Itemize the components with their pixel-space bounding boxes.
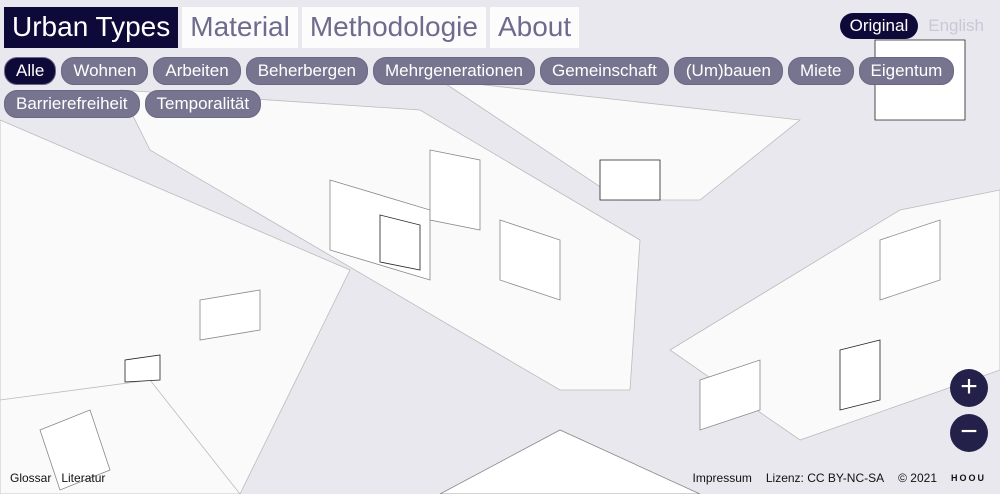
hoou-logo[interactable]: HOOU bbox=[951, 473, 986, 483]
filter-eigentum[interactable]: Eigentum bbox=[858, 57, 955, 85]
filter-arbeiten[interactable]: Arbeiten bbox=[153, 57, 241, 85]
nav-brand-urban-types[interactable]: Urban Types bbox=[4, 7, 179, 48]
zoom-out-button[interactable]: − bbox=[950, 414, 988, 452]
footer-left: Glossar Literatur bbox=[10, 471, 105, 485]
glossar-link[interactable]: Glossar bbox=[10, 471, 52, 485]
language-switch: Original English bbox=[839, 13, 994, 39]
lang-original[interactable]: Original bbox=[839, 13, 919, 39]
copyright: © 2021 bbox=[898, 471, 937, 485]
literatur-link[interactable]: Literatur bbox=[61, 471, 106, 485]
nav-material[interactable]: Material bbox=[182, 7, 298, 48]
filter-mehrgenerationen[interactable]: Mehrgenerationen bbox=[373, 57, 535, 85]
filter-beherbergen[interactable]: Beherbergen bbox=[245, 57, 369, 85]
filter-miete[interactable]: Miete bbox=[787, 57, 854, 85]
filter-gemeinschaft[interactable]: Gemeinschaft bbox=[540, 57, 669, 85]
filter-wohnen[interactable]: Wohnen bbox=[61, 57, 149, 85]
main-nav: Urban Types Material Methodologie About bbox=[4, 7, 583, 48]
filter-temporalitaet[interactable]: Temporalität bbox=[144, 90, 262, 118]
filter-alle[interactable]: Alle bbox=[4, 57, 57, 85]
filter-pills: Alle Wohnen Arbeiten Beherbergen Mehrgen… bbox=[4, 57, 1000, 118]
lang-english[interactable]: English bbox=[928, 16, 984, 35]
license-link[interactable]: Lizenz: CC BY-NC-SA bbox=[765, 471, 885, 485]
zoom-in-button[interactable]: + bbox=[950, 369, 988, 407]
nav-about[interactable]: About bbox=[489, 7, 580, 48]
impressum-link[interactable]: Impressum bbox=[692, 471, 752, 485]
nav-methodologie[interactable]: Methodologie bbox=[301, 7, 486, 48]
footer-right: Impressum Lizenz: CC BY-NC-SA © 2021 HOO… bbox=[693, 471, 986, 485]
filter-umbauen[interactable]: (Um)bauen bbox=[673, 57, 783, 85]
filter-barrierefreiheit[interactable]: Barrierefreiheit bbox=[4, 90, 140, 118]
